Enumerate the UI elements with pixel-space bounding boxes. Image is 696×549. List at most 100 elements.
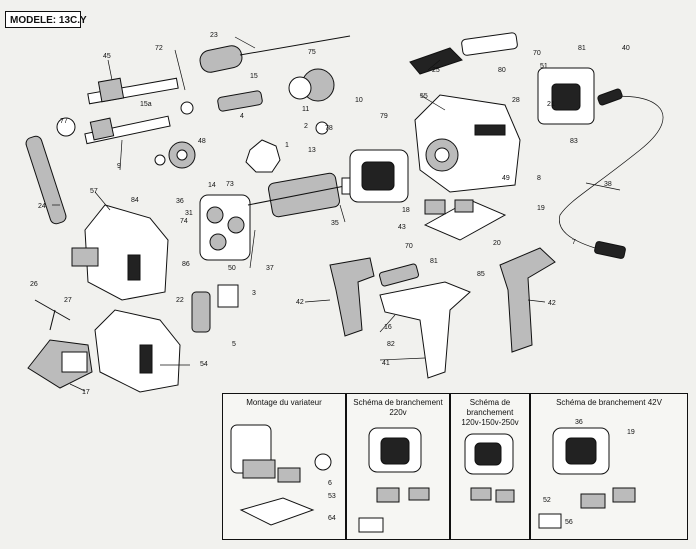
- svg-text:72: 72: [155, 45, 163, 52]
- svg-text:7: 7: [572, 239, 576, 246]
- svg-text:10: 10: [355, 97, 363, 104]
- svg-text:21: 21: [547, 101, 555, 108]
- inset-title: Schéma de branchement 42V: [556, 398, 662, 407]
- housing-54-part: [94, 309, 181, 393]
- svg-text:26: 26: [30, 281, 38, 288]
- svg-text:40: 40: [622, 45, 630, 52]
- svg-text:84: 84: [131, 197, 139, 204]
- brush-tool-part: [409, 32, 518, 75]
- svg-text:41: 41: [382, 360, 390, 367]
- trigger-part: [191, 291, 211, 333]
- screwdriver-part: [199, 35, 351, 73]
- svg-text:24: 24: [38, 203, 46, 210]
- svg-text:23: 23: [210, 32, 218, 39]
- svg-text:5: 5: [232, 341, 236, 348]
- svg-text:27: 27: [64, 297, 72, 304]
- spindle-part: [87, 77, 179, 105]
- svg-text:42: 42: [548, 300, 556, 307]
- svg-text:70: 70: [405, 243, 413, 250]
- frame-part: [217, 284, 239, 308]
- end-cap-part: [537, 67, 595, 125]
- svg-text:16: 16: [384, 324, 392, 331]
- svg-text:81: 81: [578, 45, 586, 52]
- inset-variator: Montage du variateur 6 53 64: [222, 393, 346, 540]
- inset-title: Schéma de branchement 120v-150v-250v: [461, 398, 519, 427]
- chuck-part: [27, 339, 93, 389]
- model-label: MODELE: 13C.Y: [5, 11, 87, 28]
- svg-text:28: 28: [512, 97, 520, 104]
- svg-text:11: 11: [302, 106, 309, 113]
- armature-part: [247, 172, 361, 218]
- svg-text:64: 64: [328, 515, 336, 522]
- svg-text:31: 31: [185, 210, 193, 217]
- svg-text:18: 18: [402, 207, 410, 214]
- shaft-part: [84, 115, 171, 145]
- svg-text:75: 75: [308, 49, 316, 56]
- svg-text:54: 54: [200, 361, 208, 368]
- svg-text:19: 19: [627, 429, 635, 436]
- svg-text:53: 53: [328, 493, 336, 500]
- svg-text:74: 74: [180, 218, 188, 225]
- handle-half-right-part: [499, 247, 556, 353]
- svg-text:36: 36: [176, 198, 184, 205]
- gear-housing-part: [71, 204, 169, 301]
- svg-text:35: 35: [331, 220, 339, 227]
- motor-housing-part: [414, 94, 521, 193]
- svg-text:2: 2: [304, 123, 308, 130]
- svg-text:14: 14: [208, 182, 216, 189]
- svg-text:83: 83: [570, 138, 578, 145]
- switch-block-part: [423, 199, 507, 241]
- svg-text:51: 51: [540, 63, 548, 70]
- svg-text:1: 1: [285, 142, 289, 149]
- svg-text:50: 50: [228, 265, 236, 272]
- svg-text:45: 45: [103, 53, 111, 60]
- svg-text:77: 77: [60, 118, 68, 125]
- inset-title: Montage du variateur: [246, 398, 322, 407]
- svg-text:56: 56: [565, 519, 573, 526]
- stator-part: [349, 149, 409, 203]
- svg-text:85: 85: [477, 271, 485, 278]
- svg-text:9: 9: [117, 163, 121, 170]
- svg-text:80: 80: [498, 67, 506, 74]
- svg-text:22: 22: [176, 297, 184, 304]
- svg-text:6: 6: [328, 480, 332, 487]
- svg-text:43: 43: [398, 224, 406, 231]
- svg-text:52: 52: [543, 497, 551, 504]
- svg-text:42: 42: [296, 299, 304, 306]
- svg-text:8: 8: [537, 175, 541, 182]
- svg-text:49: 49: [502, 175, 510, 182]
- svg-text:81: 81: [430, 258, 438, 265]
- inset-220v: Schéma de branchement 220v: [346, 393, 450, 540]
- svg-text:36: 36: [575, 419, 583, 426]
- handle-half-left-part: [329, 257, 375, 337]
- svg-text:73: 73: [226, 181, 234, 188]
- svg-text:79: 79: [380, 113, 388, 120]
- svg-text:82: 82: [387, 341, 395, 348]
- svg-text:4: 4: [240, 113, 244, 120]
- svg-text:48: 48: [198, 138, 206, 145]
- svg-text:70: 70: [533, 50, 541, 57]
- svg-text:19: 19: [537, 205, 545, 212]
- svg-text:13: 13: [308, 147, 316, 154]
- wrench-part: [25, 117, 76, 225]
- svg-text:25: 25: [432, 67, 440, 74]
- svg-text:15a: 15a: [140, 101, 152, 108]
- inset-title: Schéma de branchement 220v: [353, 398, 443, 417]
- flange-part: [199, 194, 251, 261]
- svg-text:37: 37: [266, 265, 274, 272]
- svg-text:55: 55: [420, 93, 428, 100]
- fan-part: [245, 139, 281, 173]
- svg-text:17: 17: [82, 389, 90, 396]
- power-cord: [558, 95, 664, 249]
- handle-part: [379, 281, 471, 379]
- chuck-key-part: [34, 299, 71, 331]
- svg-text:78: 78: [325, 125, 333, 132]
- inset-42v: Schéma de branchement 42V 36 19 52 56: [530, 393, 688, 540]
- svg-text:15: 15: [250, 73, 258, 80]
- svg-text:86: 86: [182, 261, 190, 268]
- svg-text:38: 38: [604, 181, 612, 188]
- svg-text:3: 3: [252, 290, 256, 297]
